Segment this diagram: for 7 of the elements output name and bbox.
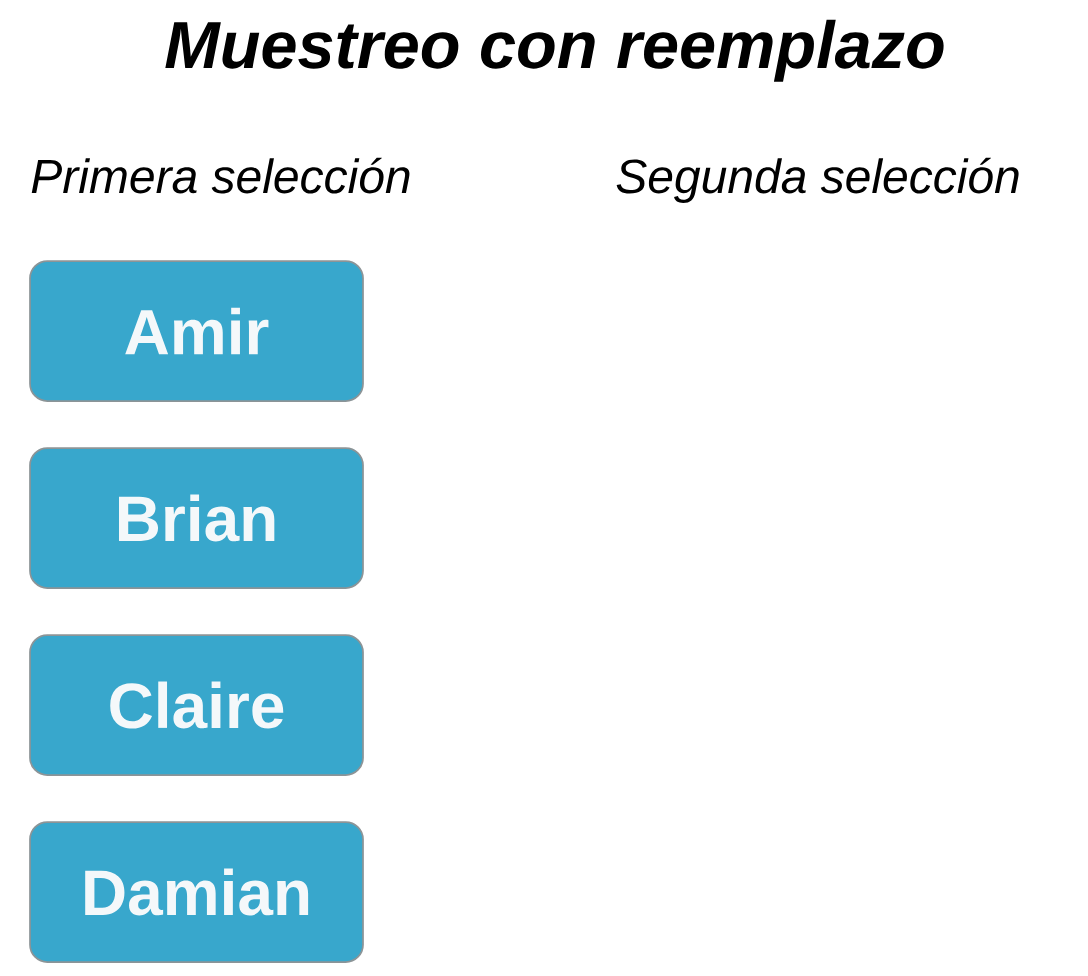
column-heading: Primera selección [31,157,410,194]
name-box: Amir [29,260,364,402]
column-heading: Segunda selección [616,157,1019,203]
name-box: Damian [29,821,364,963]
name-box: Brian [29,447,364,589]
name-box: Claire [29,634,364,776]
title: Muestreo con reemplazo [165,19,944,82]
